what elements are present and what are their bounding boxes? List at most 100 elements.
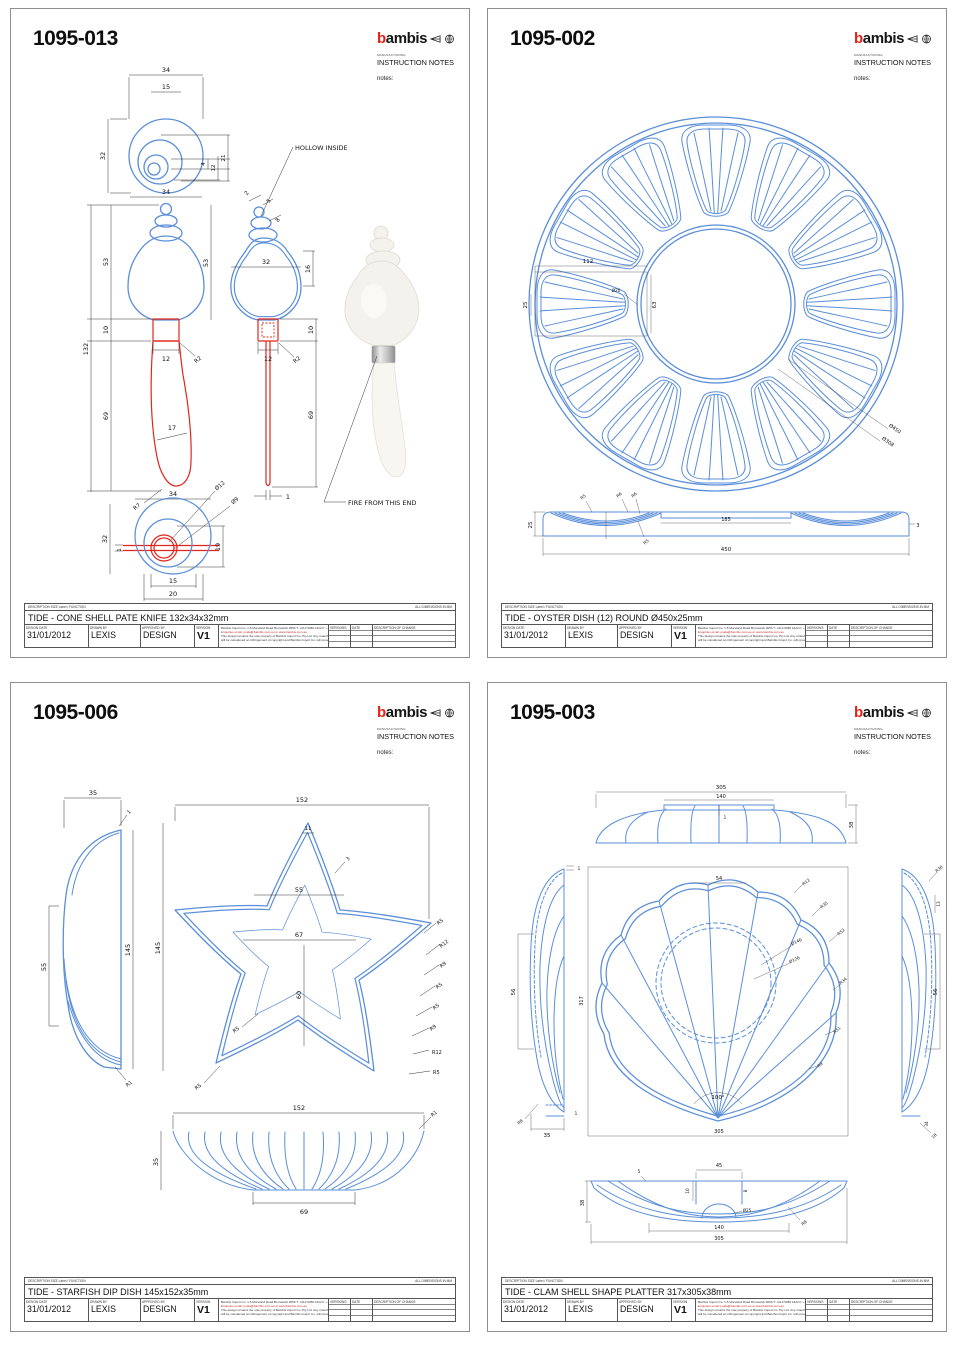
svg-text:5: 5 bbox=[638, 1169, 641, 1174]
tb-corner-note: ALL DIMENSIONS IN MM bbox=[415, 1279, 452, 1283]
svg-text:32: 32 bbox=[262, 258, 270, 266]
svg-text:R8: R8 bbox=[800, 1219, 808, 1227]
change-column: DESCRIPTION OF CHANGE bbox=[850, 1299, 932, 1321]
svg-text:1: 1 bbox=[286, 493, 290, 501]
svg-text:R51: R51 bbox=[832, 1025, 842, 1034]
instruction-notes-heading: INSTRUCTION NOTES bbox=[854, 58, 932, 67]
svg-text:1: 1 bbox=[578, 866, 581, 871]
svg-text:140: 140 bbox=[716, 794, 726, 800]
svg-text:55: 55 bbox=[40, 963, 48, 971]
fire-from-this-end-note: FIRE FROM THIS END bbox=[348, 499, 416, 507]
bambis-logo: bambis bbox=[854, 31, 940, 46]
svg-text:53: 53 bbox=[202, 259, 210, 267]
globe-icon bbox=[922, 708, 932, 717]
tb-meta-label: DESCRIPTION SIZE Label / FUNCTION bbox=[505, 1279, 563, 1283]
brand-tagline: MANUFACTURING bbox=[854, 727, 883, 731]
tb-corner-note: ALL DIMENSIONS IN MM bbox=[892, 1279, 929, 1283]
tb-corner-note: ALL DIMENSIONS IN MM bbox=[892, 605, 929, 609]
svg-text:55: 55 bbox=[295, 886, 303, 894]
svg-text:69: 69 bbox=[300, 1208, 308, 1216]
versions-column: VERSIONS bbox=[806, 1299, 828, 1321]
svg-text:5: 5 bbox=[266, 198, 273, 205]
drawing-number: 1095-013 bbox=[33, 27, 118, 50]
title-block: DESCRIPTION SIZE Label / FUNCTION ALL DIM… bbox=[24, 603, 456, 648]
plan-view-starfish bbox=[174, 822, 432, 1072]
change-column: DESCRIPTION OF CHANGE bbox=[373, 625, 455, 647]
dimension-lines bbox=[87, 74, 378, 601]
logo-text: bambis bbox=[377, 30, 428, 47]
tb-meta-label: DESCRIPTION SIZE Label / FUNCTION bbox=[28, 605, 86, 609]
svg-text:16: 16 bbox=[304, 265, 312, 273]
svg-text:34: 34 bbox=[162, 188, 170, 196]
section-view bbox=[172, 1130, 425, 1191]
bambis-logo: bambis bbox=[854, 705, 940, 720]
svg-text:Ø126: Ø126 bbox=[788, 955, 801, 964]
dimension-lines bbox=[530, 265, 915, 556]
right-side-view bbox=[901, 868, 937, 1117]
versions-column: VERSIONS bbox=[329, 625, 351, 647]
date-column: DATE bbox=[351, 1299, 373, 1321]
bottom-view-shell bbox=[134, 497, 212, 575]
svg-text:Ø20: Ø20 bbox=[612, 288, 621, 293]
logo-text: bambis bbox=[854, 704, 905, 721]
envelope-icon bbox=[430, 708, 441, 717]
svg-text:100°: 100° bbox=[711, 1095, 724, 1101]
svg-text:19: 19 bbox=[214, 543, 222, 551]
svg-text:Ø146: Ø146 bbox=[790, 937, 803, 946]
svg-text:R1: R1 bbox=[430, 1110, 439, 1119]
drawing-description: TIDE - CLAM SHELL SHAPE PLATTER 317x305x… bbox=[502, 1285, 932, 1299]
svg-text:45: 45 bbox=[716, 1163, 722, 1169]
drawing-sheet-1095-003: 305 140 38 1 1 56 35 R8 1 54 317 305 100… bbox=[487, 682, 947, 1332]
svg-text:54: 54 bbox=[716, 876, 722, 882]
svg-text:38: 38 bbox=[849, 821, 855, 828]
svg-text:15: 15 bbox=[162, 83, 170, 91]
svg-text:R5: R5 bbox=[579, 493, 587, 501]
svg-text:35: 35 bbox=[89, 789, 97, 797]
brand-block: bambis MANUFACTURING INSTRUCTION NOTES n… bbox=[854, 705, 940, 756]
svg-text:Ø308: Ø308 bbox=[880, 435, 895, 448]
svg-text:R5: R5 bbox=[436, 918, 445, 927]
drawing-number: 1095-003 bbox=[510, 701, 595, 724]
bottom-section-view bbox=[590, 1180, 848, 1223]
svg-text:1: 1 bbox=[117, 548, 123, 552]
fine-print-cell: Bambis Import Co. 1-5 Moreland Road Brun… bbox=[696, 1299, 806, 1321]
svg-text:1: 1 bbox=[575, 1111, 578, 1116]
svg-text:145: 145 bbox=[124, 944, 132, 956]
svg-text:3: 3 bbox=[345, 856, 351, 863]
svg-text:21: 21 bbox=[221, 155, 227, 162]
svg-text:305: 305 bbox=[714, 1236, 724, 1242]
svg-text:152: 152 bbox=[293, 1104, 305, 1112]
front-view-blade bbox=[150, 318, 192, 487]
date-column: DATE bbox=[828, 625, 850, 647]
versions-column: VERSIONS bbox=[806, 625, 828, 647]
tb-corner-note: ALL DIMENSIONS IN MM bbox=[415, 605, 452, 609]
svg-text:34: 34 bbox=[169, 490, 177, 498]
drawing-sheet-1095-002: 112 Ø20 63 25 Ø450 Ø308 25 450 185 3 R5 … bbox=[487, 8, 947, 658]
technical-drawing-clam-platter: 305 140 38 1 1 56 35 R8 1 54 317 305 100… bbox=[511, 785, 944, 1244]
svg-text:R34: R34 bbox=[838, 976, 848, 985]
svg-text:R6: R6 bbox=[630, 491, 638, 499]
svg-text:1: 1 bbox=[724, 815, 727, 820]
svg-text:Ø450: Ø450 bbox=[887, 422, 902, 435]
svg-text:R35: R35 bbox=[819, 900, 829, 909]
top-view-shell bbox=[128, 118, 204, 194]
svg-text:Ø9: Ø9 bbox=[230, 495, 241, 506]
plan-view-clam bbox=[595, 879, 841, 1122]
notes-label: notes: bbox=[854, 76, 871, 82]
svg-text:34: 34 bbox=[162, 66, 170, 74]
svg-text:11: 11 bbox=[305, 826, 312, 832]
drawing-description: TIDE - OYSTER DISH (12) ROUND Ø450x25mm bbox=[502, 611, 932, 625]
